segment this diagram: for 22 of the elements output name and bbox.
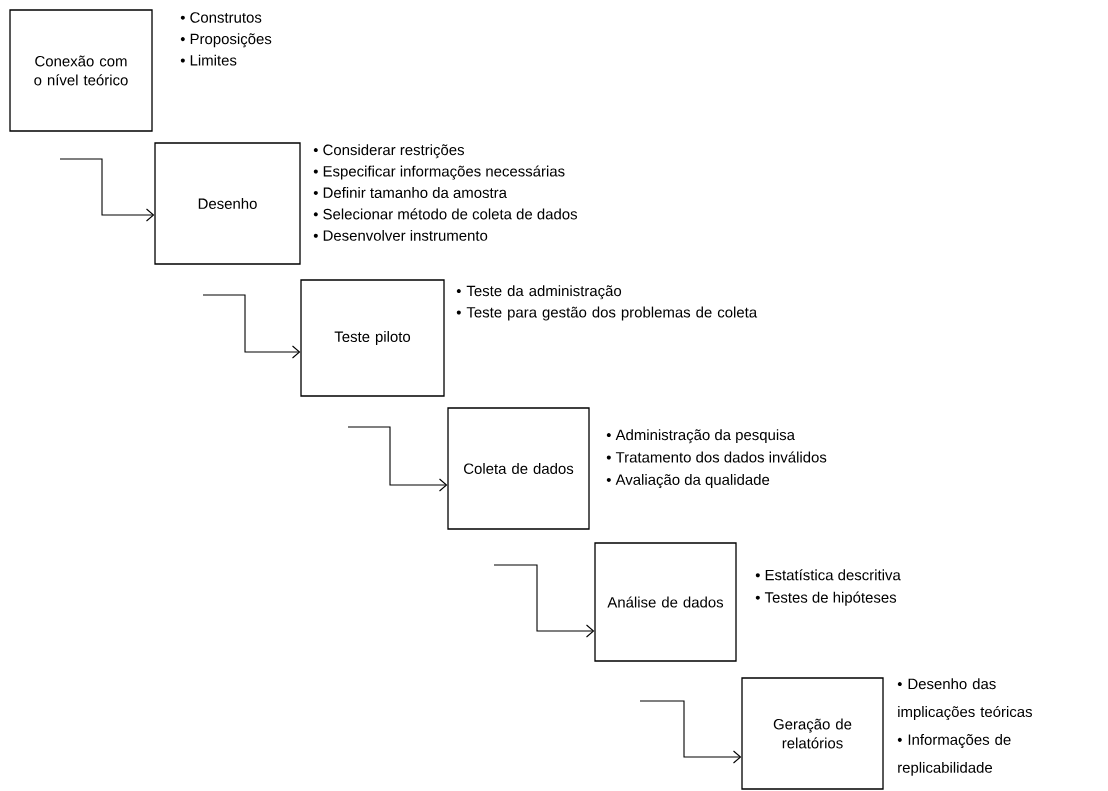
arrow: [493, 564, 595, 638]
bullet-list: • Considerar restrições • Especificar informações necessárias • Definir tamanho da amostra • Selecionar método de coleta de dados • Desenvolver instrumento: [313, 144, 578, 241]
bullet-list: • Construtos • Proposições • Limites: [180, 12, 272, 66]
bullet-list: • Teste da administração • Teste para gestão dos problemas de coleta: [456, 285, 758, 321]
arrow: [202, 294, 301, 359]
node-label: • Definir tamanho da amostra: [313, 187, 507, 199]
arrow: [639, 700, 742, 764]
node-label: • Considerar restrições: [313, 144, 465, 159]
process-box: Conexão com o nível teórico: [9, 9, 153, 132]
arrow: [59, 158, 155, 222]
bullet-list: • Estatística descritiva • Testes de hipóteses: [755, 569, 901, 606]
process-box: Coleta de dados: [447, 407, 590, 530]
process-box: Geração de relatórios: [741, 677, 884, 790]
bullet-list: • Administração da pesquisa • Tratamento dos dados inválidos • Avaliação da qualidade: [606, 429, 827, 489]
node-label: • Desenvolver instrumento: [313, 229, 488, 241]
process-box: Teste piloto: [300, 279, 445, 397]
node-label: • Especificar informações necessárias: [313, 165, 565, 180]
process-box: Análise de dados: [594, 542, 737, 662]
process-box: Desenho: [154, 142, 301, 265]
node-label: • Selecionar método de coleta de dados: [313, 208, 578, 220]
bullet-list: • Desenho das implicações teóricas • Informações de replicabilidade: [897, 678, 1032, 776]
arrow: [347, 426, 448, 492]
